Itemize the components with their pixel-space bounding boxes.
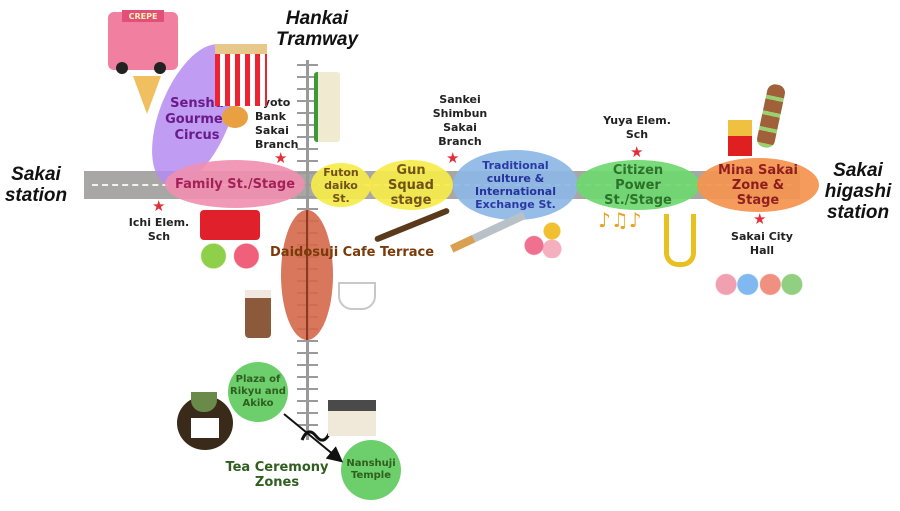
landmark-yuya-elem: Yuya Elem. Sch <box>603 114 671 141</box>
iced-coffee-icon <box>245 290 271 338</box>
matcha-icon <box>177 392 233 450</box>
landmark-ichi-elem: Ichi Elem. Sch <box>128 216 190 243</box>
gourmet-label: Senshu Gourmet Circus <box>165 96 229 143</box>
star-icon: ★ <box>630 143 644 161</box>
children-icon <box>196 240 266 280</box>
zone-family-label: Family St./Stage <box>174 176 296 192</box>
zone-family[interactable]: Family St./Stage <box>165 160 305 208</box>
star-icon: ★ <box>274 149 288 167</box>
station-sakai-higashi: Sakai higashi station <box>824 160 892 223</box>
zone-traditional-label: Traditional culture & International Exch… <box>475 159 556 211</box>
fried-chicken-icon <box>222 106 248 128</box>
zone-futon-label: Futon daiko St. <box>323 165 359 205</box>
tea-temple-circle[interactable]: Nanshuji Temple <box>341 440 401 500</box>
music-notes-icon: ♪♫♪ <box>598 208 642 232</box>
zone-futon[interactable]: Futon daiko St. <box>311 163 371 207</box>
tram-car-icon <box>314 72 340 142</box>
zone-mina-sakai[interactable]: Mina Sakai Zone & Stage <box>697 158 819 212</box>
crepe-truck-icon: CREPE <box>108 10 178 74</box>
skewer-icon <box>755 82 787 150</box>
tea-plaza-label: Plaza of Rikyu and Akiko <box>230 374 286 409</box>
matchlock-gun-icon <box>373 207 451 243</box>
cafe-label: Daidosuji Cafe Terrace <box>270 245 435 260</box>
zone-mina-label: Mina Sakai Zone & Stage <box>718 162 798 208</box>
knife-icon <box>450 211 526 253</box>
tram-line-over-cafe <box>306 210 308 340</box>
fire-truck-icon <box>200 210 260 240</box>
station-sakai: Sakai station <box>4 164 68 206</box>
zone-citizen-power[interactable]: Citizen Power St./Stage <box>576 160 700 210</box>
tram-label: Hankai Tramway <box>275 8 359 50</box>
coffee-cup-icon <box>338 282 376 310</box>
star-icon: ★ <box>446 149 460 167</box>
dancers-icon <box>712 262 806 318</box>
zone-traditional[interactable]: Traditional culture & International Exch… <box>453 150 578 220</box>
star-icon: ★ <box>753 210 767 228</box>
tea-title: Tea Ceremony Zones <box>225 460 329 490</box>
zone-gun-squad[interactable]: Gun Squad stage <box>369 160 453 210</box>
zone-gun-label: Gun Squad stage <box>387 162 434 208</box>
star-icon: ★ <box>152 197 166 215</box>
saxophone-icon <box>664 214 696 267</box>
tea-route-arrow <box>283 413 344 463</box>
temple-icon <box>328 400 376 436</box>
landmark-sankei: Sankei Shimbun Sakai Branch <box>432 93 488 148</box>
tea-plaza-circle[interactable]: Plaza of Rikyu and Akiko <box>228 362 288 422</box>
tea-temple-label: Nanshuji Temple <box>346 458 396 481</box>
wagashi-icon <box>524 222 564 258</box>
zone-citizen-label: Citizen Power St./Stage <box>604 162 672 208</box>
fries-icon <box>728 120 752 156</box>
food-stall-icon <box>215 44 267 106</box>
landmark-city-hall: Sakai City Hall <box>731 230 793 257</box>
crepe-sign: CREPE <box>122 10 164 22</box>
crepe-icon <box>133 76 161 114</box>
